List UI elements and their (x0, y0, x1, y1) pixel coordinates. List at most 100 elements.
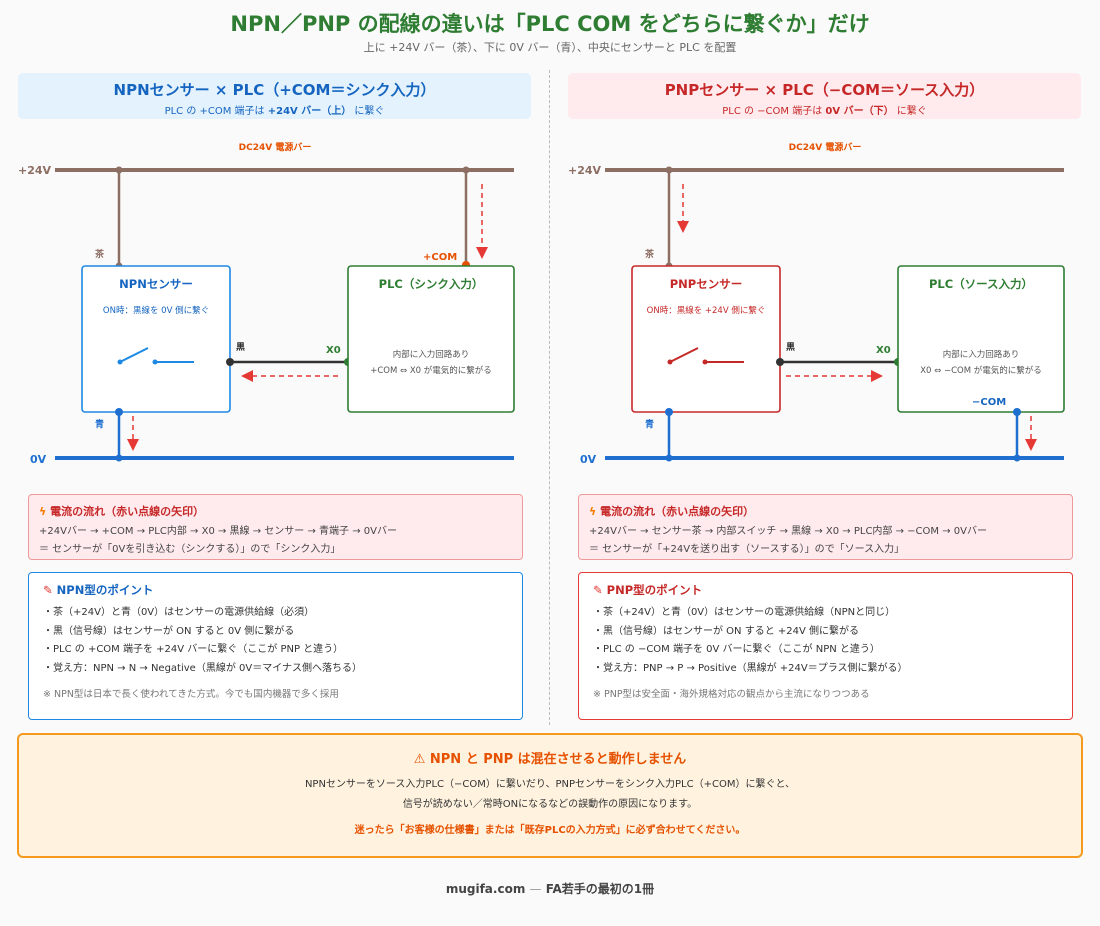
pnp-points-heading: ✎ PNP型のポイント (593, 582, 1072, 598)
npn-brown-bus-node (115, 166, 123, 174)
panel-divider (549, 70, 550, 725)
npn-sensor-box (81, 265, 231, 413)
pnp-flow-title: 電流の流れ（赤い点線の矢印） (600, 505, 755, 518)
pnp-point-3: ・PLC の −COM 端子を 0V バーに繋ぐ（ここが NPN と違う） (593, 644, 880, 655)
footer: mugifa.com — FA若手の最初の1冊 (0, 880, 1100, 897)
npn-points-box: ✎ NPN型のポイント ・茶（+24V）と青（0V）はセンサーの電源供給線（必須… (28, 572, 523, 720)
pushpin-icon: ✎ (43, 583, 53, 597)
warning-triangle-icon: ⚠ (413, 752, 426, 767)
pnp-0v-label: 0V (580, 453, 597, 466)
pnp-point-2: ・黒（信号線）はセンサーが ON すると +24V 側に繋がる (593, 625, 860, 637)
npn-blue-label: 青 (95, 418, 104, 430)
pnp-panel-header: PNPセンサー × PLC（−COM＝ソース入力） PLC の −COM 端子は… (568, 73, 1081, 119)
pnp-com-label: −COM (972, 397, 1006, 408)
pnp-plc-box (897, 265, 1065, 413)
page-subtitle: 上に +24V バー（茶）、下に 0V バー（青）、中央にセンサーと PLC を… (363, 41, 737, 54)
npn-blue-sensor-node (115, 408, 123, 416)
pnp-sub-bold: 0V バー（下） (825, 106, 894, 117)
warning-line2: 信号が読めない／常時ONになるなどの誤動作の原因になります。 (402, 799, 698, 810)
npn-point-2: ・黒（信号線）はセンサーが ON すると 0V 側に繋がる (43, 625, 295, 637)
npn-point-4: ・覚え方：NPN → N → Negative（黒線が 0V＝マイナス側へ落ちる… (43, 662, 363, 674)
pnp-com-terminal (1013, 408, 1021, 416)
pnp-point-1: ・茶（+24V）と青（0V）はセンサーの電源供給線（NPNと同じ） (593, 607, 896, 618)
npn-heading: NPNセンサー × PLC（+COM＝シンク入力） (113, 81, 436, 99)
warning-caution: 迷ったら「お客様の仕様書」または「既存PLCの入力方式」に必ず合わせてください。 (354, 825, 746, 836)
npn-subheading: PLC の +COM 端子は +24V バー（上） に繋ぐ (18, 102, 531, 117)
npn-points-heading: ✎ NPN型のポイント (43, 582, 522, 598)
pnp-sensor-title: PNPセンサー (670, 277, 742, 291)
npn-flow-line1: +24Vバー → +COM → PLC内部 → X0 → 黒線 → センサー →… (39, 526, 397, 537)
npn-sub-suffix: に繋ぐ (351, 106, 385, 117)
pnp-x0-label: X0 (876, 345, 891, 356)
pnp-plc-line1: 内部に入力回路あり (943, 349, 1020, 360)
warning-heading: ⚠ NPN と PNP は混在させると動作しません (19, 748, 1081, 767)
npn-0v-label: 0V (30, 453, 47, 466)
pnp-diagram: DC24V 電源バー +24V 0V 茶 PNPセンサー ON時：黒線を +24… (568, 141, 1065, 466)
npn-panel-header: NPNセンサー × PLC（+COM＝シンク入力） PLC の +COM 端子は… (18, 73, 531, 119)
npn-x0-label: X0 (326, 345, 341, 356)
pnp-com-bus-node (1013, 454, 1021, 462)
npn-flow-heading: ϟ 電流の流れ（赤い点線の矢印） (39, 503, 522, 519)
npn-sensor-desc: ON時：黒線を 0V 側に繋ぐ (103, 305, 209, 316)
npn-sub-prefix: PLC の +COM 端子は (164, 106, 268, 117)
pnp-blue-bus-node (665, 454, 673, 462)
npn-plc-line1: 内部に入力回路あり (393, 349, 470, 360)
npn-black-node (226, 358, 234, 366)
npn-switch-icon (117, 347, 194, 365)
pnp-brown-label: 茶 (644, 248, 655, 260)
lightning-icon: ϟ (39, 505, 47, 518)
npn-sub-bold: +24V バー（上） (267, 106, 352, 117)
pnp-sub-suffix: に繋ぐ (893, 106, 927, 117)
npn-plc-title: PLC（シンク入力） (379, 277, 484, 291)
npn-note: ※ NPN型は日本で長く使われてきた方式。今でも国内機器で多く採用 (43, 689, 339, 700)
npn-bus-label: DC24V 電源バー (239, 141, 312, 153)
pnp-sensor-desc: ON時：黒線を +24V 側に繋ぐ (647, 305, 766, 316)
npn-plc-line2: +COM ⇔ X0 が電気的に繋がる (370, 365, 492, 376)
npn-black-label: 黒 (236, 342, 245, 353)
pnp-points-title: PNP型のポイント (606, 583, 703, 597)
footer-site: mugifa.com (445, 882, 526, 896)
pnp-point-4: ・覚え方：PNP → P → Positive（黒線が +24V＝プラス側に繋が… (593, 662, 908, 674)
pnp-blue-sensor-node (665, 408, 673, 416)
pnp-note: ※ PNP型は安全面・海外規格対応の観点から主流になりつつある (593, 689, 870, 700)
pnp-sensor-box (631, 265, 781, 413)
npn-points-title: NPN型のポイント (56, 583, 154, 597)
npn-24v-label: +24V (18, 164, 52, 177)
pnp-flow-line2: ＝ センサーが「+24Vを送り出す（ソースする）」ので「ソース入力」 (589, 544, 905, 555)
npn-flow-line2: ＝ センサーが「0Vを引き込む（シンクする）」ので「シンク入力」 (39, 544, 341, 555)
npn-sensor-title: NPNセンサー (119, 277, 193, 291)
pnp-black-node (776, 358, 784, 366)
pnp-flow-heading: ϟ 電流の流れ（赤い点線の矢印） (589, 503, 1072, 519)
pnp-black-label: 黒 (786, 342, 795, 353)
pnp-brown-bus-node (665, 166, 673, 174)
pnp-24v-label: +24V (568, 164, 602, 177)
footer-tagline: FA若手の最初の1冊 (545, 882, 655, 896)
pnp-blue-label: 青 (645, 418, 654, 430)
pushpin-icon: ✎ (593, 583, 603, 597)
npn-blue-bus-node (115, 454, 123, 462)
npn-point-1: ・茶（+24V）と青（0V）はセンサーの電源供給線（必須） (43, 607, 315, 618)
npn-plc-box (347, 265, 515, 413)
pnp-heading: PNPセンサー × PLC（−COM＝ソース入力） (664, 81, 985, 99)
pnp-flow-box: ϟ 電流の流れ（赤い点線の矢印） +24Vバー → センサー茶 → 内部スイッチ… (578, 494, 1073, 560)
pnp-plc-title: PLC（ソース入力） (929, 277, 1033, 291)
footer-separator: — (529, 882, 542, 896)
lightning-icon: ϟ (589, 505, 597, 518)
pnp-points-box: ✎ PNP型のポイント ・茶（+24V）と青（0V）はセンサーの電源供給線（NP… (578, 572, 1073, 720)
pnp-flow-line1: +24Vバー → センサー茶 → 内部スイッチ → 黒線 → X0 → PLC内… (589, 526, 987, 537)
warning-title: NPN と PNP は混在させると動作しません (429, 752, 687, 767)
npn-com-bus-node (462, 166, 470, 174)
npn-brown-label: 茶 (94, 248, 105, 260)
warning-line1: NPNセンサーをソース入力PLC（−COM）に繋いだり、PNPセンサーをシンク入… (304, 779, 796, 790)
wiring-diagram: DC24V 電源バー +24V 0V 茶 +COM NPNセンサー ON時：黒線… (18, 141, 1065, 466)
pnp-bus-label: DC24V 電源バー (789, 141, 862, 153)
pnp-subheading: PLC の −COM 端子は 0V バー（下） に繋ぐ (568, 102, 1081, 117)
pnp-switch-icon (667, 347, 744, 365)
page-title: NPN／PNP の配線の違いは「PLC COM をどちらに繋ぐか」だけ (230, 12, 870, 36)
npn-point-3: ・PLC の +COM 端子を +24V バーに繋ぐ（ここが PNP と違う） (43, 644, 344, 655)
pnp-sub-prefix: PLC の −COM 端子は (722, 106, 826, 117)
pnp-plc-line2: X0 ⇔ −COM が電気的に繋がる (920, 365, 1042, 376)
npn-com-label: +COM (423, 252, 457, 263)
npn-diagram: DC24V 電源バー +24V 0V 茶 +COM NPNセンサー ON時：黒線… (18, 141, 515, 466)
warning-box: ⚠ NPN と PNP は混在させると動作しません NPNセンサーをソース入力P… (17, 733, 1083, 858)
